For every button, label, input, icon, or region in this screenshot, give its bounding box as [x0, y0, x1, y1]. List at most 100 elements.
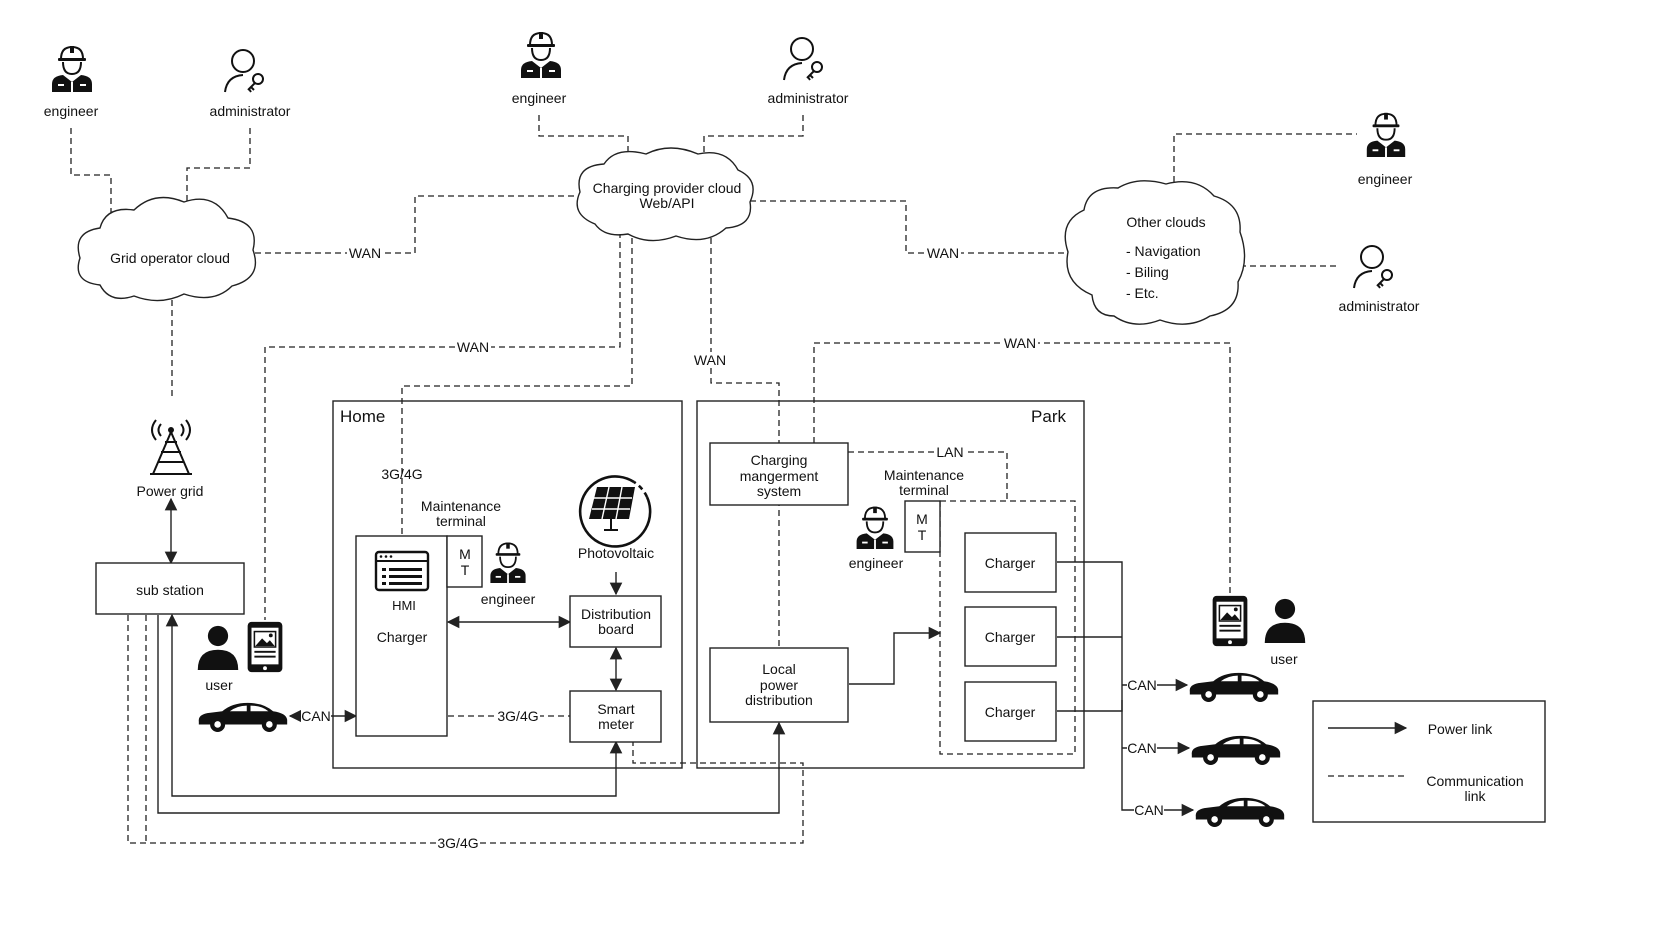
engineer-icon	[489, 541, 527, 584]
lan-label: LAN	[936, 444, 963, 460]
park-charger: Charger	[964, 532, 1057, 593]
legend-communication-link: Communication	[1426, 773, 1523, 789]
can-label: CAN	[1127, 677, 1157, 693]
svg-text:user: user	[205, 677, 233, 693]
car-icon	[1191, 735, 1281, 765]
other-administrator: administrator	[1339, 245, 1420, 314]
legend-communication-link-sub: link	[1464, 788, 1486, 804]
hmi-screen-icon	[374, 550, 430, 592]
grid-engineer: engineer	[44, 45, 99, 119]
other-engineer: engineer	[1358, 111, 1413, 187]
home-title: Home	[340, 407, 385, 426]
car-icon	[198, 702, 288, 732]
car-icon	[1189, 672, 1279, 702]
other-clouds: Other clouds - Navigation - Biling - Etc…	[1064, 180, 1246, 325]
link-labels: WAN WAN WAN WAN WAN LAN 3G/4G 3G/4G 3G/4…	[301, 245, 1164, 851]
tablet-icon	[246, 621, 284, 673]
administrator-icon	[224, 49, 264, 93]
car-icon	[1195, 797, 1285, 827]
park-charger: Charger	[964, 606, 1057, 667]
other-clouds-item: - Etc.	[1126, 285, 1159, 301]
home-area: Home HMI Charger M T Maint	[332, 400, 683, 769]
engineer-icon	[1365, 111, 1407, 158]
engineer-icon	[51, 45, 93, 92]
svg-text:Maintenance: Maintenance	[421, 498, 501, 514]
svg-text:Charging: Charging	[751, 452, 808, 468]
svg-text:engineer: engineer	[512, 90, 567, 106]
svg-text:Power grid: Power grid	[137, 483, 204, 499]
home-engineer: engineer	[481, 541, 536, 607]
engineer-icon	[520, 31, 562, 78]
charging-provider-cloud: Charging provider cloud Web/API	[576, 147, 754, 242]
wan-label: WAN	[1004, 335, 1036, 351]
provider-engineer: engineer	[512, 31, 567, 106]
park-maintenance-terminal: Maintenance terminal M T	[884, 467, 964, 553]
user-icon	[197, 625, 239, 670]
charging-provider-cloud-sublabel: Web/API	[640, 195, 695, 211]
tablet-icon	[1211, 595, 1249, 647]
power-grid: Power grid	[137, 419, 204, 499]
svg-text:distribution: distribution	[745, 692, 813, 708]
other-clouds-title: Other clouds	[1126, 214, 1205, 230]
svg-text:power: power	[760, 677, 798, 693]
g34-label: 3G/4G	[381, 466, 422, 482]
svg-text:sub station: sub station	[136, 582, 204, 598]
charging-management-system: Charging mangerment system	[709, 442, 849, 506]
svg-text:M: M	[916, 511, 928, 527]
svg-text:engineer: engineer	[1358, 171, 1413, 187]
svg-text:Charger: Charger	[985, 555, 1036, 571]
wan-label: WAN	[457, 339, 489, 355]
svg-text:T: T	[461, 562, 470, 578]
smart-meter: Smart meter	[569, 690, 662, 743]
svg-text:board: board	[598, 621, 634, 637]
svg-text:terminal: terminal	[899, 482, 949, 498]
svg-text:engineer: engineer	[481, 591, 536, 607]
wan-label: WAN	[349, 245, 381, 261]
other-clouds-item: - Biling	[1126, 264, 1169, 280]
svg-text:mangerment: mangerment	[740, 468, 819, 484]
home-charger: HMI Charger	[355, 535, 448, 737]
photovoltaic: Photovoltaic	[578, 475, 654, 561]
svg-text:Photovoltaic: Photovoltaic	[578, 545, 654, 561]
svg-text:Charger: Charger	[377, 629, 428, 645]
can-label: CAN	[1134, 802, 1164, 818]
solar-panel-icon	[578, 475, 652, 548]
svg-text:engineer: engineer	[44, 103, 99, 119]
grid-operator-cloud: Grid operator cloud	[77, 196, 257, 302]
svg-text:administrator: administrator	[1339, 298, 1420, 314]
park-engineer: engineer	[849, 505, 904, 571]
can-label: CAN	[1127, 740, 1157, 756]
provider-administrator: administrator	[768, 37, 849, 106]
grid-administrator: administrator	[210, 49, 291, 119]
svg-text:system: system	[757, 483, 801, 499]
svg-text:HMI: HMI	[392, 598, 416, 613]
svg-text:terminal: terminal	[436, 513, 486, 529]
wan-label: WAN	[694, 352, 726, 368]
svg-text:meter: meter	[598, 716, 634, 732]
svg-text:Smart: Smart	[597, 701, 634, 717]
svg-text:engineer: engineer	[849, 555, 904, 571]
svg-text:Local: Local	[762, 661, 795, 677]
park-title: Park	[1031, 407, 1066, 426]
administrator-icon	[783, 37, 823, 81]
sub-station: sub station	[95, 562, 245, 615]
svg-text:administrator: administrator	[768, 90, 849, 106]
park-charger: Charger	[964, 681, 1057, 742]
svg-text:T: T	[918, 527, 927, 543]
home-maintenance-terminal: M T Maintenance terminal	[421, 498, 501, 588]
svg-text:administrator: administrator	[210, 103, 291, 119]
distribution-board: Distribution board	[569, 595, 662, 648]
grid-operator-cloud-label: Grid operator cloud	[110, 250, 230, 266]
wan-label: WAN	[927, 245, 959, 261]
administrator-icon	[1353, 245, 1393, 289]
svg-text:Charger: Charger	[985, 704, 1036, 720]
home-user: user	[197, 621, 284, 693]
svg-text:Maintenance: Maintenance	[884, 467, 964, 483]
svg-text:Charger: Charger	[985, 629, 1036, 645]
engineer-icon	[855, 505, 895, 550]
g34-label: 3G/4G	[437, 835, 478, 851]
radio-tower-icon	[150, 419, 192, 475]
legend-power-link: Power link	[1428, 721, 1494, 737]
svg-text:Distribution: Distribution	[581, 606, 651, 622]
